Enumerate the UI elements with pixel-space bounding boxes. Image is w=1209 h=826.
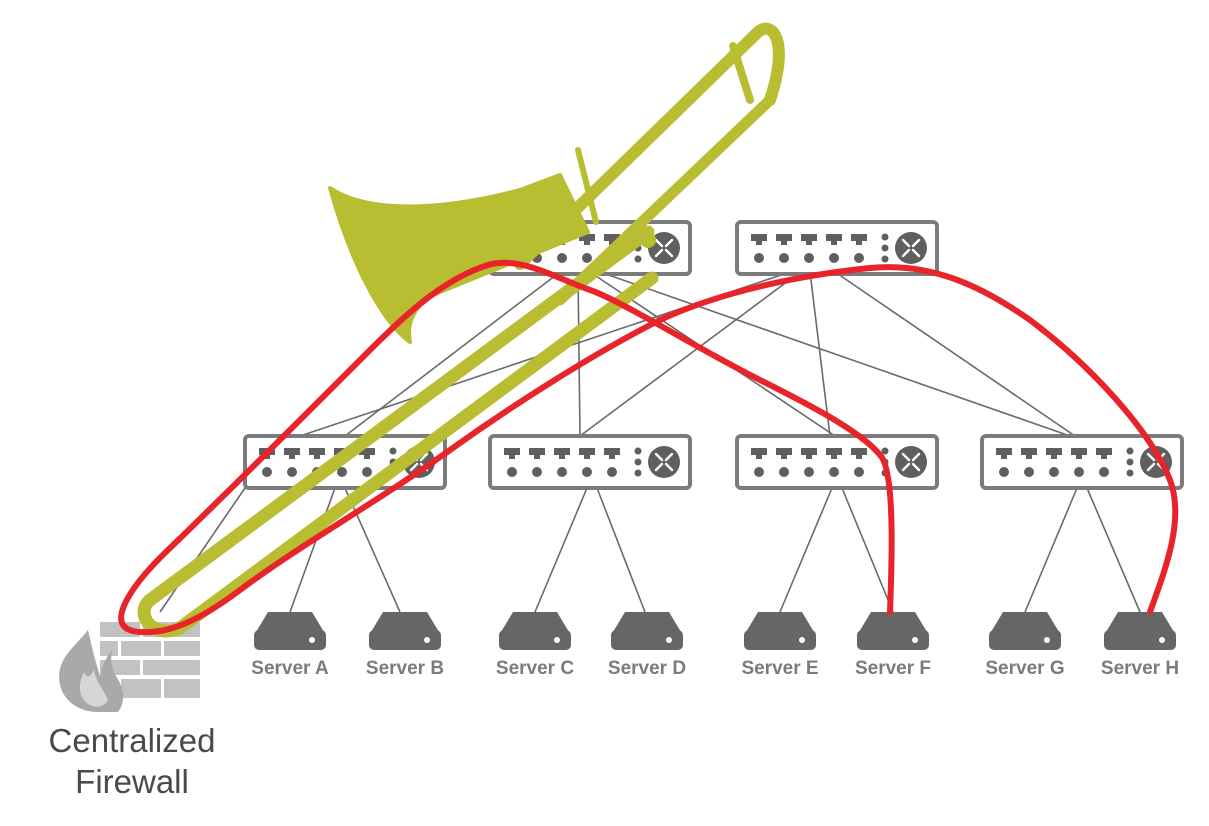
servers: Server A Server B Server C Server D Server E…: [251, 612, 1179, 679]
link-leaf1-firewall: [159, 487, 246, 613]
link-leaf1-serverB: [344, 487, 401, 613]
switch-icon: [648, 446, 680, 478]
link-leaf2-serverC: [534, 487, 588, 613]
server-icon: [254, 612, 326, 650]
switch-icon: [895, 446, 927, 478]
link-leaf1-serverA: [289, 487, 336, 613]
server-a: Server A: [251, 612, 329, 679]
server-icon: [989, 612, 1061, 650]
server-d: Server D: [608, 612, 686, 679]
server-label: Server G: [985, 658, 1064, 679]
link-spine2-leaf3: [809, 271, 831, 437]
leaf-switch-2: [488, 434, 692, 490]
firewall-icon: [59, 622, 200, 712]
server-label: Server B: [366, 658, 444, 679]
path-server-f-via-firewall: [118, 259, 1179, 636]
trombone-icon: [137, 22, 785, 638]
server-icon: [857, 612, 929, 650]
firewall-label-line2: Firewall: [75, 763, 189, 800]
link-spine2-leaf4: [834, 271, 1076, 437]
server-b: Server B: [366, 612, 444, 679]
server-icon: [611, 612, 683, 650]
link-leaf3-serverF: [841, 487, 894, 613]
server-h: Server H: [1101, 612, 1179, 679]
server-label: Server C: [496, 658, 574, 679]
switch-icon: [895, 232, 927, 264]
link-leaf2-serverD: [596, 487, 646, 613]
server-icon: [1104, 612, 1176, 650]
server-label: Server A: [251, 658, 329, 679]
server-label: Server H: [1101, 658, 1179, 679]
spine-switch-2: [735, 220, 939, 276]
server-c: Server C: [496, 612, 574, 679]
link-spine1-leaf4: [599, 271, 1071, 437]
server-f: Server F: [855, 612, 931, 679]
server-label: Server D: [608, 658, 686, 679]
link-spine1-leaf2: [577, 271, 581, 437]
leaf-switch-4: [980, 434, 1184, 490]
server-icon: [744, 612, 816, 650]
server-icon: [499, 612, 571, 650]
traffic-paths: [118, 259, 1179, 636]
link-leaf3-serverE: [779, 487, 833, 613]
server-label: Server E: [741, 658, 818, 679]
server-label: Server F: [855, 658, 931, 679]
leaf-switch-3: [735, 434, 939, 490]
server-g: Server G: [985, 612, 1065, 679]
link-leaf4-serverH: [1086, 487, 1141, 613]
firewall-label-line1: Centralized: [49, 722, 216, 759]
server-e: Server E: [741, 612, 819, 679]
link-leaf4-serverG: [1024, 487, 1078, 613]
server-icon: [369, 612, 441, 650]
link-spine2-leaf2: [579, 271, 801, 437]
